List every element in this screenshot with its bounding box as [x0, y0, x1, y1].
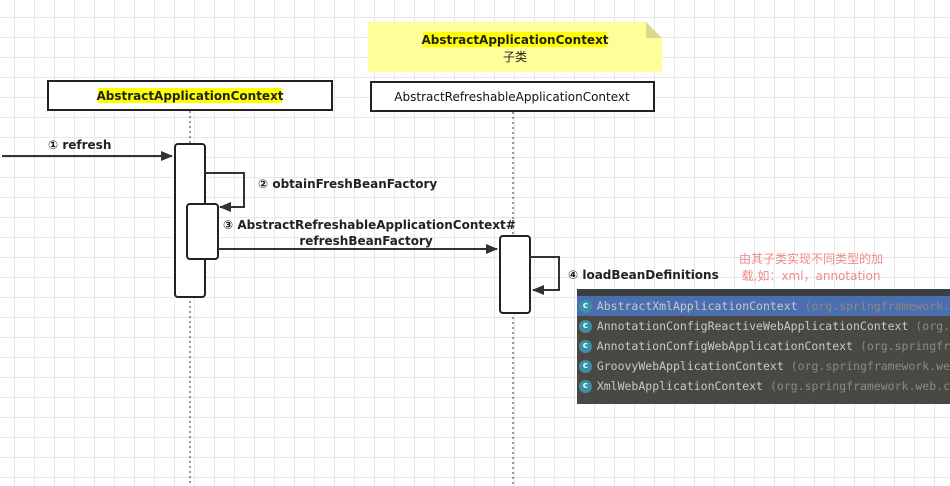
list-item[interactable]: c AbstractXmlApplicationContext (org.sprin…	[577, 296, 950, 316]
package-name: (org.springfr	[859, 339, 950, 353]
message-label-line1: ③ AbstractRefreshableApplicationContext#	[223, 218, 516, 232]
package-name: (org.	[915, 319, 950, 333]
class-icon: c	[579, 319, 592, 333]
class-name: XmlWebApplicationContext	[596, 379, 763, 393]
class-name: AnnotationConfigReactiveWebApplicationCo…	[596, 319, 909, 333]
message-label-line2: refreshBeanFactory	[299, 234, 433, 248]
message-label: ② obtainFreshBeanFactory	[258, 177, 437, 191]
activation-bar	[186, 203, 219, 260]
list-item[interactable]: c GroovyWebApplicationContext (org.springf…	[577, 356, 950, 376]
note[interactable]: AbstractApplicationContext 子类	[368, 22, 662, 72]
package-name: (org.springframework.we	[790, 359, 950, 373]
class-icon: c	[579, 339, 592, 353]
message-label: ④ loadBeanDefinitions	[568, 268, 719, 282]
list-item[interactable]: c AnnotationConfigWebApplicationContext (o…	[577, 336, 950, 356]
lifeline-label: AbstractApplicationContext	[96, 89, 283, 103]
lifeline-label: AbstractRefreshableApplicationContext	[394, 90, 630, 104]
message-label: ① refresh	[48, 138, 111, 152]
package-name: (org.springframework.web.c	[769, 379, 950, 393]
message-refresh-bean-factory[interactable]: ③ AbstractRefreshableApplicationContext#…	[218, 218, 516, 254]
activation-bar	[499, 235, 531, 314]
class-name: AbstractXmlApplicationContext	[596, 299, 798, 313]
message-obtain-fresh-bean-factory[interactable]: ② obtainFreshBeanFactory	[205, 172, 437, 212]
list-item[interactable]: c AnnotationConfigReactiveWebApplicationC…	[577, 316, 950, 336]
annotation-line2: 载,如：xml，annotation	[741, 269, 881, 283]
lifeline-abstract-application-context[interactable]: AbstractApplicationContext	[47, 80, 333, 486]
package-name: (org.springframework.	[804, 299, 950, 313]
lifeline-abstract-refreshable-application-context[interactable]: AbstractRefreshableApplicationContext	[370, 81, 655, 486]
class-name: AnnotationConfigWebApplicationContext	[596, 339, 853, 353]
annotation-text: 由其子类实现不同类型的加 载,如：xml，annotation	[728, 251, 894, 285]
implementation-list-popup: c AbstractXmlApplicationContext (org.sprin…	[577, 289, 950, 404]
class-icon: c	[579, 299, 592, 313]
class-name: GroovyWebApplicationContext	[596, 359, 784, 373]
annotation-line1: 由其子类实现不同类型的加	[738, 252, 883, 266]
list-item[interactable]: c XmlWebApplicationContext (org.springfram…	[577, 376, 950, 396]
note-subtitle: 子类	[503, 50, 527, 64]
message-refresh[interactable]: ① refresh	[2, 138, 173, 161]
class-icon: c	[579, 379, 592, 393]
note-title: AbstractApplicationContext	[421, 33, 608, 47]
message-load-bean-definitions[interactable]: ④ loadBeanDefinitions	[530, 256, 719, 295]
class-icon: c	[579, 359, 592, 373]
